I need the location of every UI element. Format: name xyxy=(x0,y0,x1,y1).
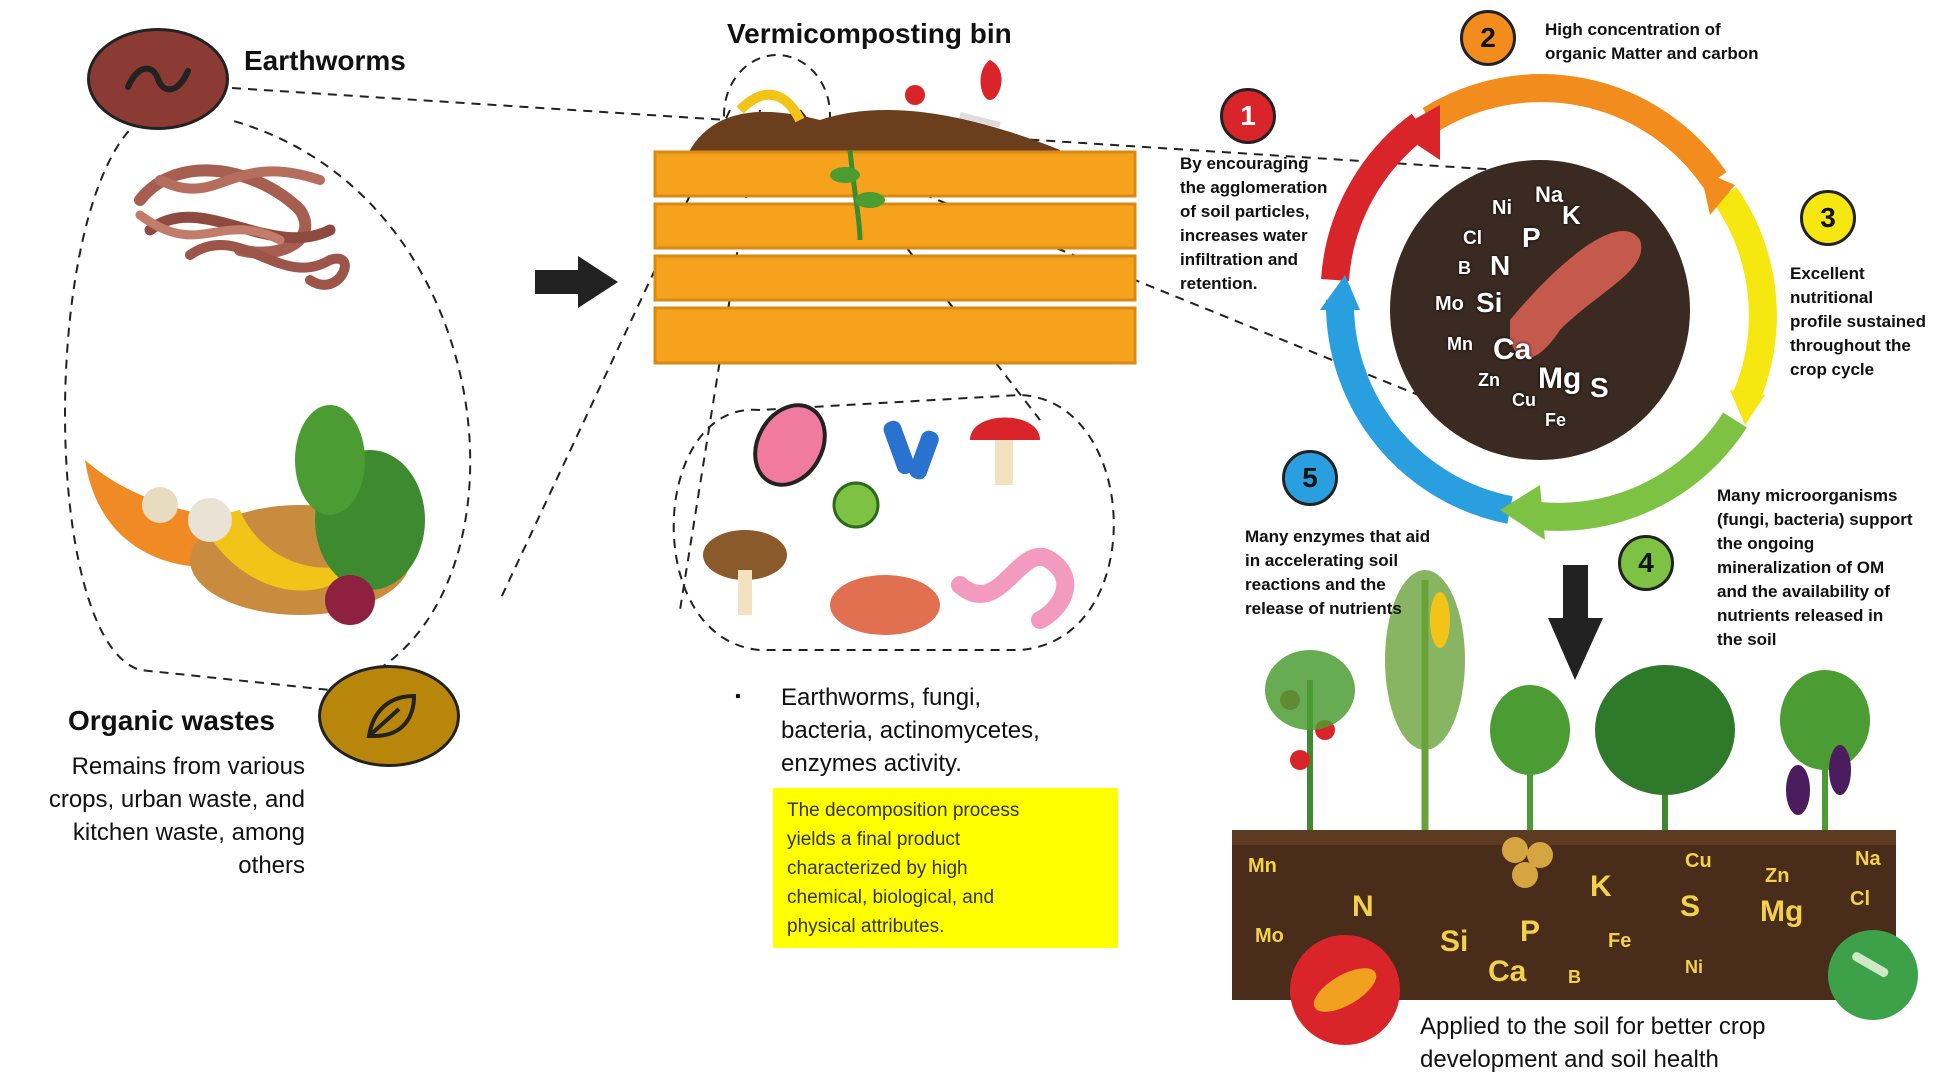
cycle-element: N xyxy=(1490,250,1511,281)
crop-plants xyxy=(1265,570,1870,888)
soil-element: Mg xyxy=(1760,895,1804,928)
cycle-element: Cl xyxy=(1463,228,1482,249)
step-2-text: High concentration of organic Matter and… xyxy=(1545,20,1759,63)
soil-element: Mo xyxy=(1255,925,1284,947)
leaf-icon xyxy=(366,693,417,738)
highlight-box: The decomposition process yields a final… xyxy=(773,788,1118,948)
cycle-element: P xyxy=(1522,222,1541,253)
flow-arrow-down xyxy=(1548,565,1603,680)
bullet-marker: ▪ xyxy=(735,688,741,705)
soil-element: Ca xyxy=(1488,955,1527,988)
worm-badge xyxy=(87,28,229,130)
cycle-element: B xyxy=(1458,258,1471,278)
soil-element: Mn xyxy=(1248,855,1277,877)
cycle-element: Ca xyxy=(1493,333,1532,366)
soil-element: Cu xyxy=(1685,850,1712,872)
step-5-badge: 5 xyxy=(1282,450,1338,506)
bin-title: Vermicomposting bin xyxy=(727,18,1012,49)
soil-element: Na xyxy=(1855,848,1881,870)
compost-bin xyxy=(653,60,1137,365)
cycle-element: Mo xyxy=(1435,293,1464,315)
organic-waste-pile xyxy=(85,405,425,625)
cycle-element: Fe xyxy=(1545,410,1567,430)
microbes-illustration xyxy=(703,403,1075,635)
leaf-badge xyxy=(318,665,460,767)
organic-wastes-title: Organic wastes xyxy=(68,705,275,736)
soil-caption: Applied to the soil for better crop deve… xyxy=(1420,1013,1766,1073)
organic-wastes-description: Remains from various crops, urban waste,… xyxy=(48,753,305,879)
step-1-badge: 1 xyxy=(1220,88,1276,144)
soil-element: P xyxy=(1520,915,1541,948)
step-4-text: Many microorganisms (fungi, bacteria) su… xyxy=(1717,486,1913,649)
cycle-element: Na xyxy=(1535,182,1564,207)
cycle-element: Mn xyxy=(1447,334,1473,354)
cycle-element: Ni xyxy=(1492,197,1512,219)
soil-element: S xyxy=(1680,890,1701,923)
bullet-text: Earthworms, fungi, bacteria, actinomycet… xyxy=(781,684,1040,777)
flow-arrow-right xyxy=(535,256,618,308)
worm-closeup xyxy=(1510,231,1642,359)
step-1-text: By encouraging the agglomeration of soil… xyxy=(1180,154,1328,293)
soil-element: Cl xyxy=(1850,888,1870,910)
soil-element: B xyxy=(1568,967,1581,987)
cycle-element: Mg xyxy=(1538,362,1582,395)
earthworm-pile xyxy=(134,164,350,290)
worm-icon xyxy=(125,65,191,93)
soil-element: Fe xyxy=(1608,930,1632,952)
soil-element: Zn xyxy=(1765,865,1790,887)
step-4-badge: 4 xyxy=(1618,535,1674,591)
cycle-element: Zn xyxy=(1478,370,1500,390)
step-3-badge: 3 xyxy=(1800,190,1856,246)
cycle-element: K xyxy=(1562,200,1581,230)
bacteria-badge-green xyxy=(1828,930,1918,1020)
nutrient-cycle-ring xyxy=(1321,74,1777,531)
cycle-element: S xyxy=(1590,372,1609,403)
cycle-element: Cu xyxy=(1512,390,1536,410)
cycle-arrowheads xyxy=(1320,105,1765,540)
step-5-text: Many enzymes that aid in accelerating so… xyxy=(1245,527,1431,618)
step-2-badge: 2 xyxy=(1460,10,1516,66)
soil-element: N xyxy=(1352,890,1374,923)
step-3-text: Excellent nutritional profile sustained … xyxy=(1790,264,1927,379)
soil-element: K xyxy=(1590,870,1612,903)
earthworms-title: Earthworms xyxy=(244,45,406,76)
cycle-element: Si xyxy=(1476,287,1503,318)
soil-element: Si xyxy=(1440,925,1469,958)
soil-element: Ni xyxy=(1685,957,1703,977)
